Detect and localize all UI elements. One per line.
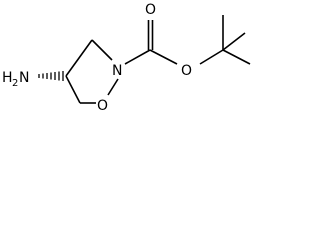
amine-group-label: H 2 N [2,70,29,89]
bond-c4-c3 [65,39,93,77]
tert-butyl-bonds [222,15,251,65]
carbonyl-o-label: O [145,2,156,18]
ring-n-label: N [112,63,122,79]
bond-o-tertc [199,49,224,65]
hashed-wedge-bond [38,71,64,81]
molecule-structure: H 2 N N O O [2,2,251,114]
bond-n-carbonylc [124,49,151,65]
bond-c3-n2 [91,39,113,61]
bond-c-ester-o [149,49,178,65]
amine-h-label: H [2,70,13,86]
ring-o-label: O [97,98,108,114]
bond-tbu-upright [222,32,246,51]
ester-o-label: O [181,63,192,79]
carbamate-bonds [124,20,224,65]
amine-n-label: N [19,70,29,86]
amine-h-count: 2 [12,78,18,89]
ring-bonds [65,39,119,104]
bond-n2-o1 [107,78,119,96]
bond-tbu-right [222,49,251,65]
bond-c5-c4 [65,75,81,104]
